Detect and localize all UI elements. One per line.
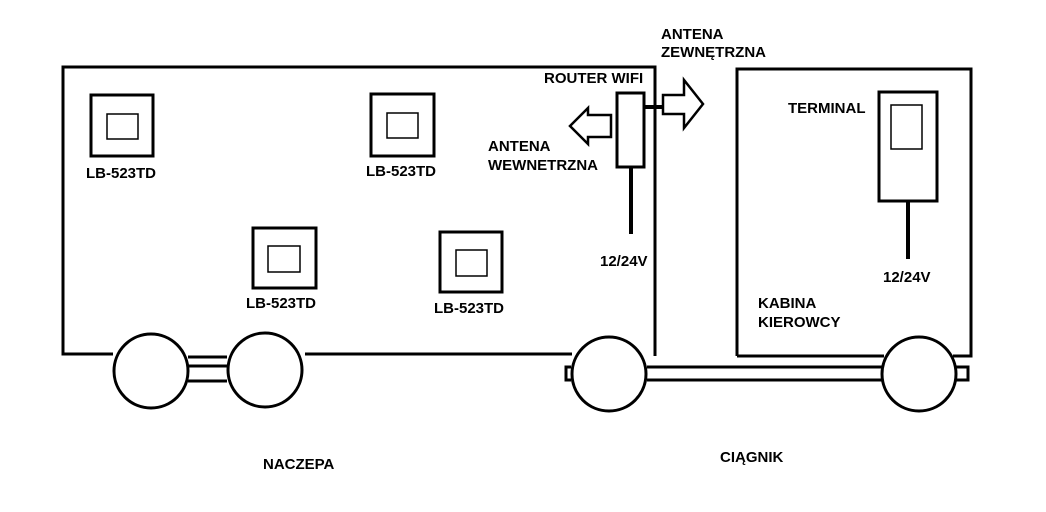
sensor-2	[369, 92, 436, 158]
cabin-body	[735, 67, 973, 358]
router-label: ROUTER WIFI	[544, 70, 643, 87]
terminal-device	[877, 90, 939, 259]
sensor-1-label: LB-523TD	[86, 165, 156, 182]
sensor-4-label: LB-523TD	[434, 300, 504, 317]
terminal-power-label: 12/24V	[883, 269, 931, 286]
cabin-label-line2: KIEROWCY	[758, 314, 841, 331]
router-power-label: 12/24V	[600, 253, 648, 270]
tractor-chassis	[564, 365, 970, 382]
wheel-trailer-1	[112, 332, 190, 410]
antenna-internal-label-line1: ANTENA	[488, 138, 551, 155]
router-device	[615, 91, 662, 234]
arrow-external-antenna-icon	[661, 76, 705, 132]
sensor-4	[438, 230, 504, 294]
tractor-label: CIĄGNIK	[720, 449, 784, 466]
antenna-external-label-line2: ZEWNĘTRZNA	[661, 44, 766, 61]
trailer-body	[61, 65, 657, 356]
sensor-1	[89, 93, 155, 158]
wheel-trailer-2	[226, 331, 304, 409]
terminal-label: TERMINAL	[788, 100, 866, 117]
antenna-external-label-line1: ANTENA	[661, 26, 724, 43]
sensor-2-label: LB-523TD	[366, 163, 436, 180]
sensor-3-label: LB-523TD	[246, 295, 316, 312]
antenna-internal-label-line2: WEWNETRZNA	[488, 157, 598, 174]
cabin-label-line1: KABINA	[758, 295, 816, 312]
trailer-axle-connector	[188, 355, 227, 383]
wheel-tractor-rear	[880, 335, 958, 413]
trailer-label: NACZEPA	[263, 456, 335, 473]
sensor-3	[251, 226, 318, 290]
arrow-internal-antenna-icon	[568, 104, 613, 148]
wheel-tractor-front	[570, 335, 648, 413]
